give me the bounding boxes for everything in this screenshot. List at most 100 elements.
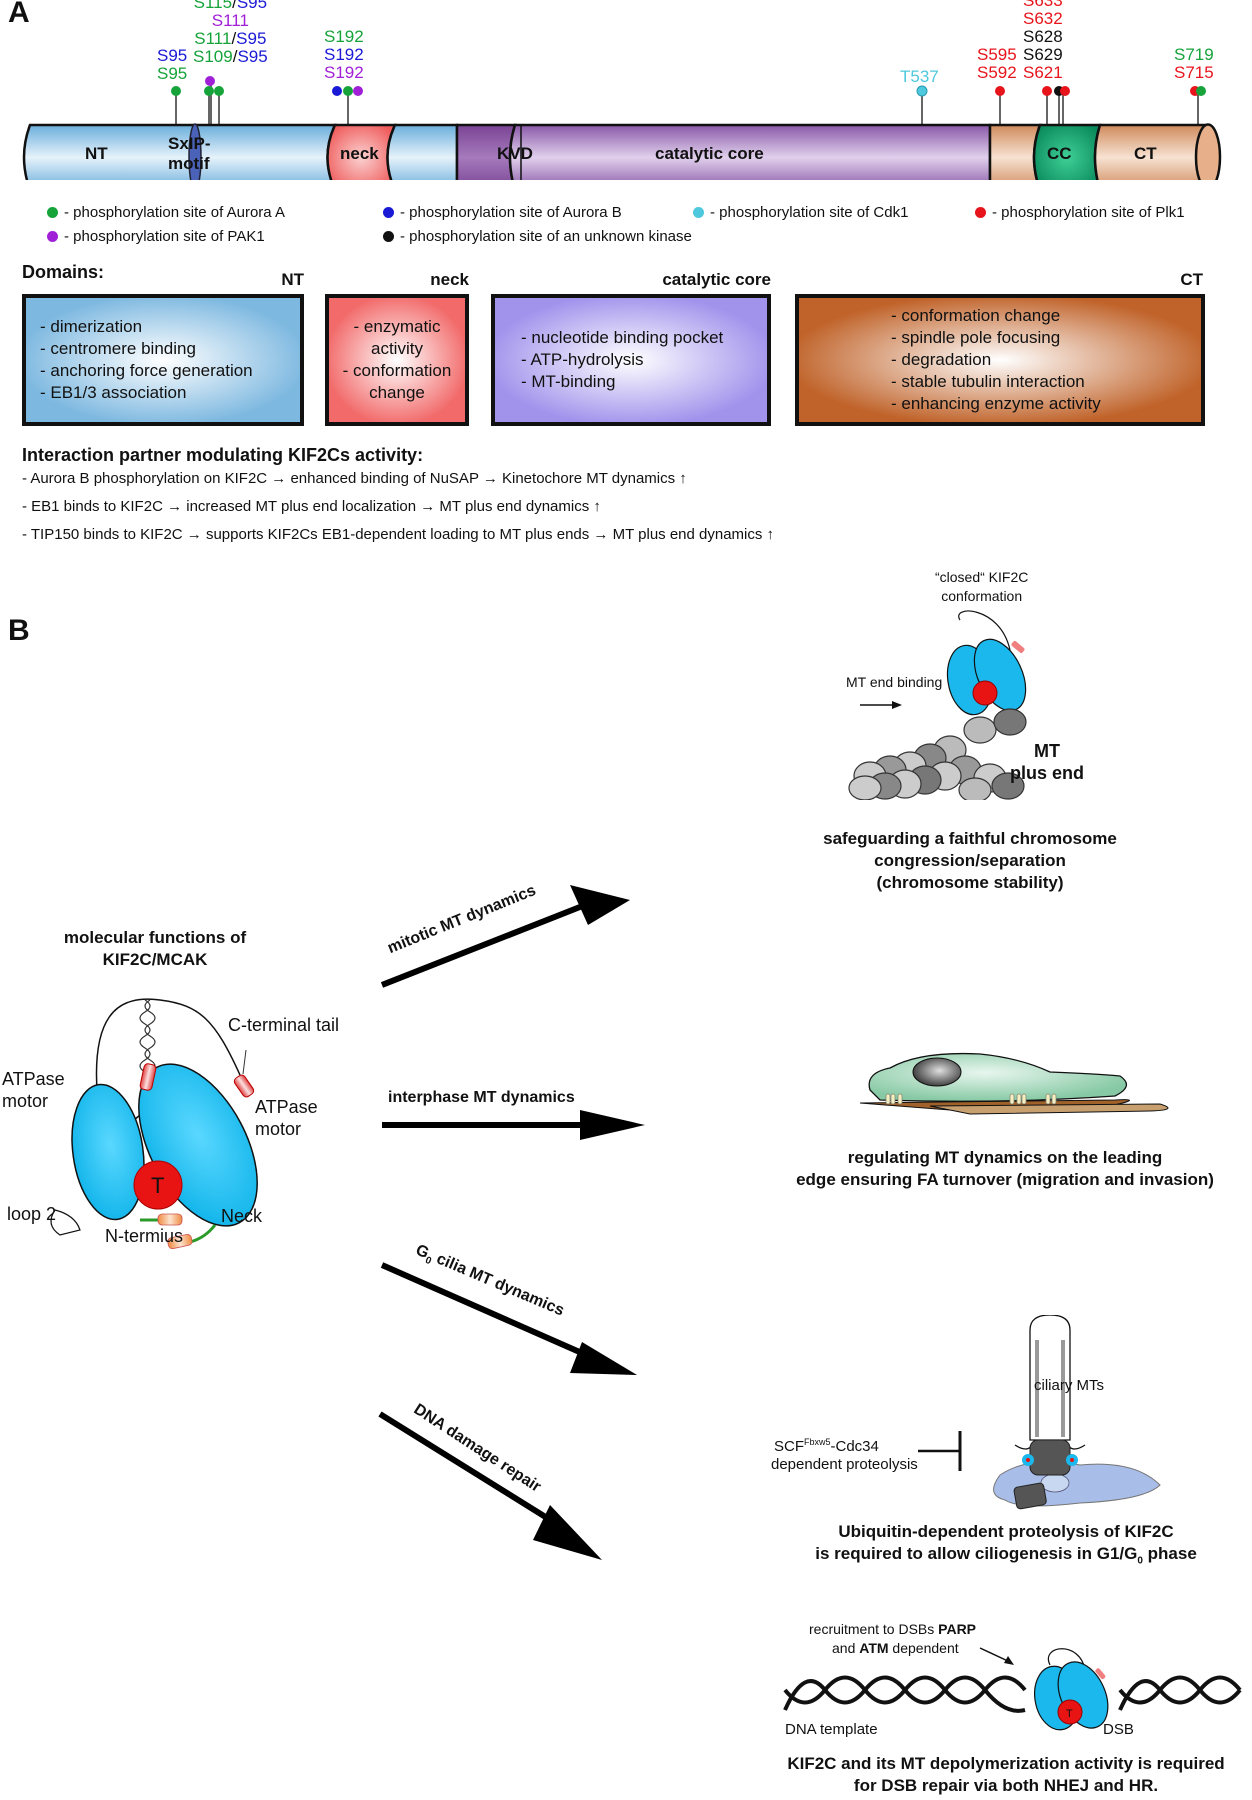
phosphosite-label: S719: [1174, 46, 1214, 64]
legend-dot-icon: [975, 207, 986, 218]
phosphosite-label: S595: [977, 46, 1017, 64]
legend-dot-icon: [47, 231, 58, 242]
interphase-outcome-caption: regulating MT dynamics on the leading ed…: [796, 1148, 1214, 1189]
phosphosite-text: S592: [977, 63, 1017, 82]
closed-conformation-label: “closed“ KIF2C conformation: [935, 569, 1029, 604]
legend-item: - phosphorylation site of PAK1: [47, 228, 265, 245]
phosphosite-text: S192: [324, 63, 364, 82]
basal-body: [1029, 1439, 1071, 1476]
site-dot-pak1: [353, 86, 363, 96]
interaction-line: - Aurora B phosphorylation on KIF2C → en…: [22, 470, 687, 487]
molecular-functions-title: molecular functions of KIF2C/MCAK: [63, 928, 247, 969]
legend-text: - phosphorylation site of PAK1: [64, 228, 265, 245]
site-dot-aurora-a: [204, 86, 214, 96]
segment-tan-1: [988, 123, 1042, 180]
domain-function-item: - enzymatic: [353, 317, 441, 336]
arrow-label-interphase: interphase MT dynamics: [388, 1089, 575, 1106]
cilia-outcome-caption-2: is required to allow ciliogenesis in G1/…: [815, 1544, 1197, 1567]
atp-t-circle: [133, 1160, 183, 1210]
mt-end-binding-label: MT end binding: [846, 674, 943, 690]
kif2c-molecule-illustration: T: [50, 998, 258, 1250]
legend-text: - phosphorylation site of an unknown kin…: [400, 228, 692, 245]
phosphosite-text: S109: [193, 47, 233, 66]
bar-label-kvd: KVD: [497, 144, 533, 163]
domain-heading: neck: [430, 270, 469, 289]
mt-plus-end-label: MT plus end: [1010, 741, 1085, 783]
domain-box: - nucleotide binding pocket- ATP-hydroly…: [491, 294, 771, 426]
bar-label-cc: CC: [1047, 144, 1072, 163]
legend-text: - phosphorylation site of Cdk1: [710, 204, 909, 221]
phosphosite-text: S95: [157, 64, 188, 83]
phosphosite-text: /: [232, 47, 238, 66]
arrow-dna: [378, 1411, 562, 1529]
migrating-cell-illustration: [859, 1052, 1169, 1115]
phosphosite-text: S629: [1023, 45, 1063, 64]
phosphosite-text: /: [232, 0, 237, 12]
domain-function-item: - spindle pole focusing: [891, 328, 1061, 347]
loop2: [50, 1209, 81, 1236]
segment-ct: [1093, 123, 1210, 180]
phosphosite-label: S95: [157, 47, 187, 65]
recruitment-label-2: and ATM dependent: [832, 1640, 959, 1656]
phosphosite-label: S715: [1174, 64, 1214, 82]
phosphosite-text: S95: [237, 47, 268, 66]
site-dot-aurora-a: [214, 86, 224, 96]
phosphosite-group: T537: [900, 68, 939, 86]
lollipop-stems: [175, 82, 1199, 125]
label-n-terminus: N-termius: [105, 1226, 184, 1246]
atpase-motor-left: [71, 1083, 145, 1221]
arrow-cilia: [380, 1262, 602, 1364]
domain-function-item: - EB1/3 association: [40, 383, 187, 402]
phosphosite-text: T537: [900, 67, 939, 86]
label-neck: Neck: [221, 1206, 263, 1226]
phosphosite-text: S95: [236, 29, 267, 48]
domain-function-item: - nucleotide binding pocket: [521, 328, 724, 347]
atp-t-label: T: [151, 1173, 164, 1198]
dsb-label: DSB: [1103, 1721, 1134, 1738]
phosphosite-label: S95: [157, 65, 187, 83]
sxip-motif-marker: [188, 123, 202, 180]
phosphosite-text: S111: [194, 29, 232, 48]
segment-nt-2: [386, 123, 459, 180]
dna-outcome-caption: KIF2C and its MT depolymerization activi…: [787, 1754, 1225, 1795]
arrow-head-dna: [533, 1505, 602, 1560]
phosphosite-text: /: [231, 29, 237, 48]
bar-end-cap: [1194, 123, 1222, 180]
site-dot-plk1: [1042, 86, 1052, 96]
legend-dot-icon: [383, 231, 394, 242]
label-atpase-motor-left: ATPase motor: [2, 1069, 65, 1111]
legend-text: - phosphorylation site of Aurora B: [400, 204, 622, 221]
label-loop2: loop 2: [7, 1204, 57, 1224]
ciliary-mts-label: ciliary MTs: [1034, 1377, 1104, 1394]
site-dot-cdk1: [916, 85, 928, 97]
dna-helix-break: [1118, 1675, 1242, 1711]
arrow-mitotic: [380, 902, 587, 988]
label-c-terminal-tail: C-terminal tail: [228, 1015, 340, 1035]
phosphosite-text: S632: [1023, 9, 1063, 28]
legend-dot-icon: [47, 207, 58, 218]
focal-adhesions: [885, 1093, 1057, 1105]
legend-item: - phosphorylation site of Plk1: [975, 204, 1185, 221]
phosphosite-text: S95: [236, 0, 268, 12]
bar-label-catalytic-core: catalytic core: [655, 144, 764, 163]
interaction-title: Interaction partner modulating KIF2Cs ac…: [22, 445, 424, 465]
domain-function-item: change: [369, 383, 425, 402]
phosphosite-text: S115: [193, 0, 233, 12]
kif2c-domain-bar: [22, 76, 1222, 180]
phosphosite-label: S115/S95: [193, 0, 268, 12]
phosphosite-text: S715: [1174, 63, 1214, 82]
phosphosite-text: S111: [211, 11, 249, 30]
scf-proteolysis-label: dependent proteolysis: [771, 1456, 918, 1473]
dna-template-label: DNA template: [785, 1721, 878, 1738]
domain-function-item: - centromere binding: [40, 339, 196, 358]
site-dot-aurora-a: [171, 86, 181, 96]
domain-function-item: - anchoring force generation: [40, 361, 253, 380]
cell-body: [868, 1052, 1127, 1102]
cilium-axoneme: [1029, 1315, 1071, 1441]
microtubule-subunits: [848, 735, 1025, 800]
domain-function-item: - enhancing enzyme activity: [891, 394, 1101, 413]
